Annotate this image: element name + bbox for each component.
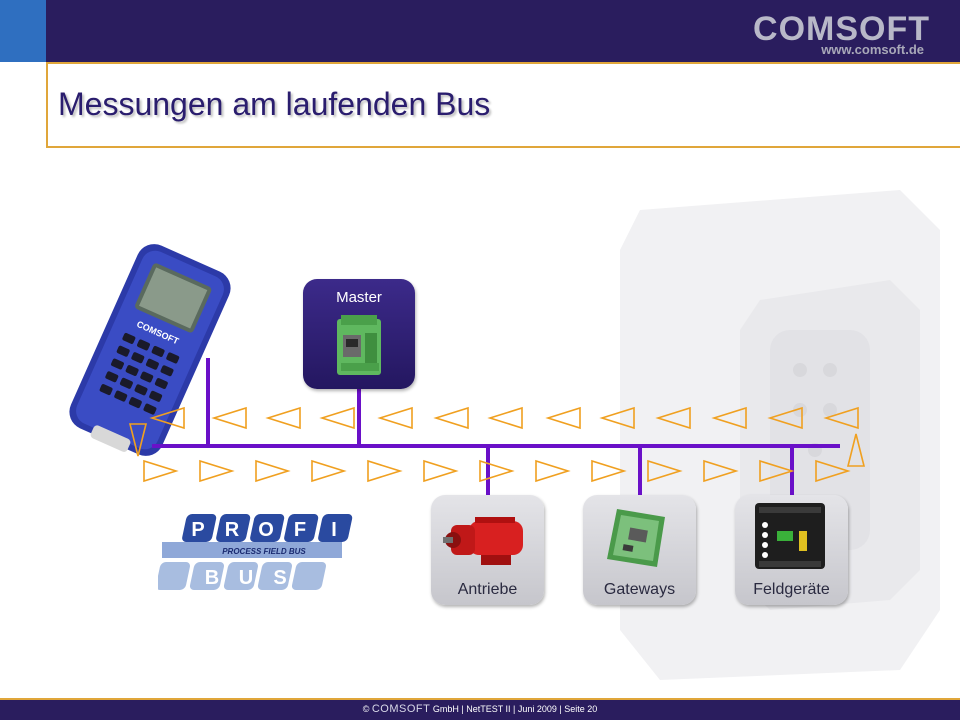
- header-accent-block: [0, 0, 46, 62]
- device-label-gateways: Gateways: [603, 581, 676, 598]
- footer-bar: [0, 698, 960, 720]
- footer-info: GmbH | NetTEST II | Juni 2009 | Seite 20: [432, 704, 598, 714]
- title-underline: [46, 146, 960, 148]
- svg-text:R: R: [225, 519, 240, 541]
- profibus-line: [152, 358, 840, 497]
- field-device-icon: [755, 503, 825, 569]
- data-flow-arrows-left: [149, 406, 859, 430]
- device-label-feldgeraete: Feldgeräte: [753, 581, 830, 598]
- down-arrow-icon: [128, 423, 148, 457]
- master-card: Master: [303, 279, 415, 389]
- svg-text:S: S: [273, 567, 286, 589]
- svg-text:P: P: [191, 519, 204, 541]
- title-frame-left: [46, 64, 48, 148]
- gateway-module-icon: [607, 509, 665, 567]
- device-card-feldgeraete: Feldgeräte: [735, 495, 848, 605]
- svg-text:PROCESS FIELD BUS: PROCESS FIELD BUS: [222, 547, 306, 556]
- motor-gear-icon: [443, 517, 523, 565]
- up-arrow-icon: [846, 433, 866, 467]
- profibus-logo: P R O F I PROCESS FIELD BUS B U S ®: [158, 514, 353, 590]
- svg-text:F: F: [294, 519, 306, 541]
- svg-text:O: O: [258, 519, 274, 541]
- copyright-icon: ©: [362, 704, 370, 714]
- svg-text:B: B: [205, 567, 219, 589]
- device-label-antriebe: Antriebe: [457, 581, 518, 598]
- svg-text:U: U: [239, 567, 253, 589]
- handheld-tester-icon: COMSOFT: [69, 244, 231, 456]
- master-controller-icon: [337, 315, 381, 375]
- slide-title: Messungen am laufenden Bus: [58, 86, 491, 122]
- device-card-gateways: Gateways: [583, 495, 696, 605]
- header-divider: [46, 62, 960, 64]
- svg-text:I: I: [331, 519, 337, 541]
- svg-text:®: ®: [346, 515, 352, 524]
- master-label: Master: [336, 289, 382, 306]
- company-url: www.comsoft.de: [821, 42, 924, 57]
- device-card-antriebe: Antriebe: [431, 495, 544, 605]
- data-flow-arrows-right: [143, 459, 851, 483]
- company-logo: COMSOFT: [753, 10, 930, 48]
- header-bar: [0, 0, 960, 62]
- footer-brand: COMSOFT: [371, 703, 431, 715]
- footer-text: © COMSOFT GmbH | NetTEST II | Juni 2009 …: [0, 703, 960, 715]
